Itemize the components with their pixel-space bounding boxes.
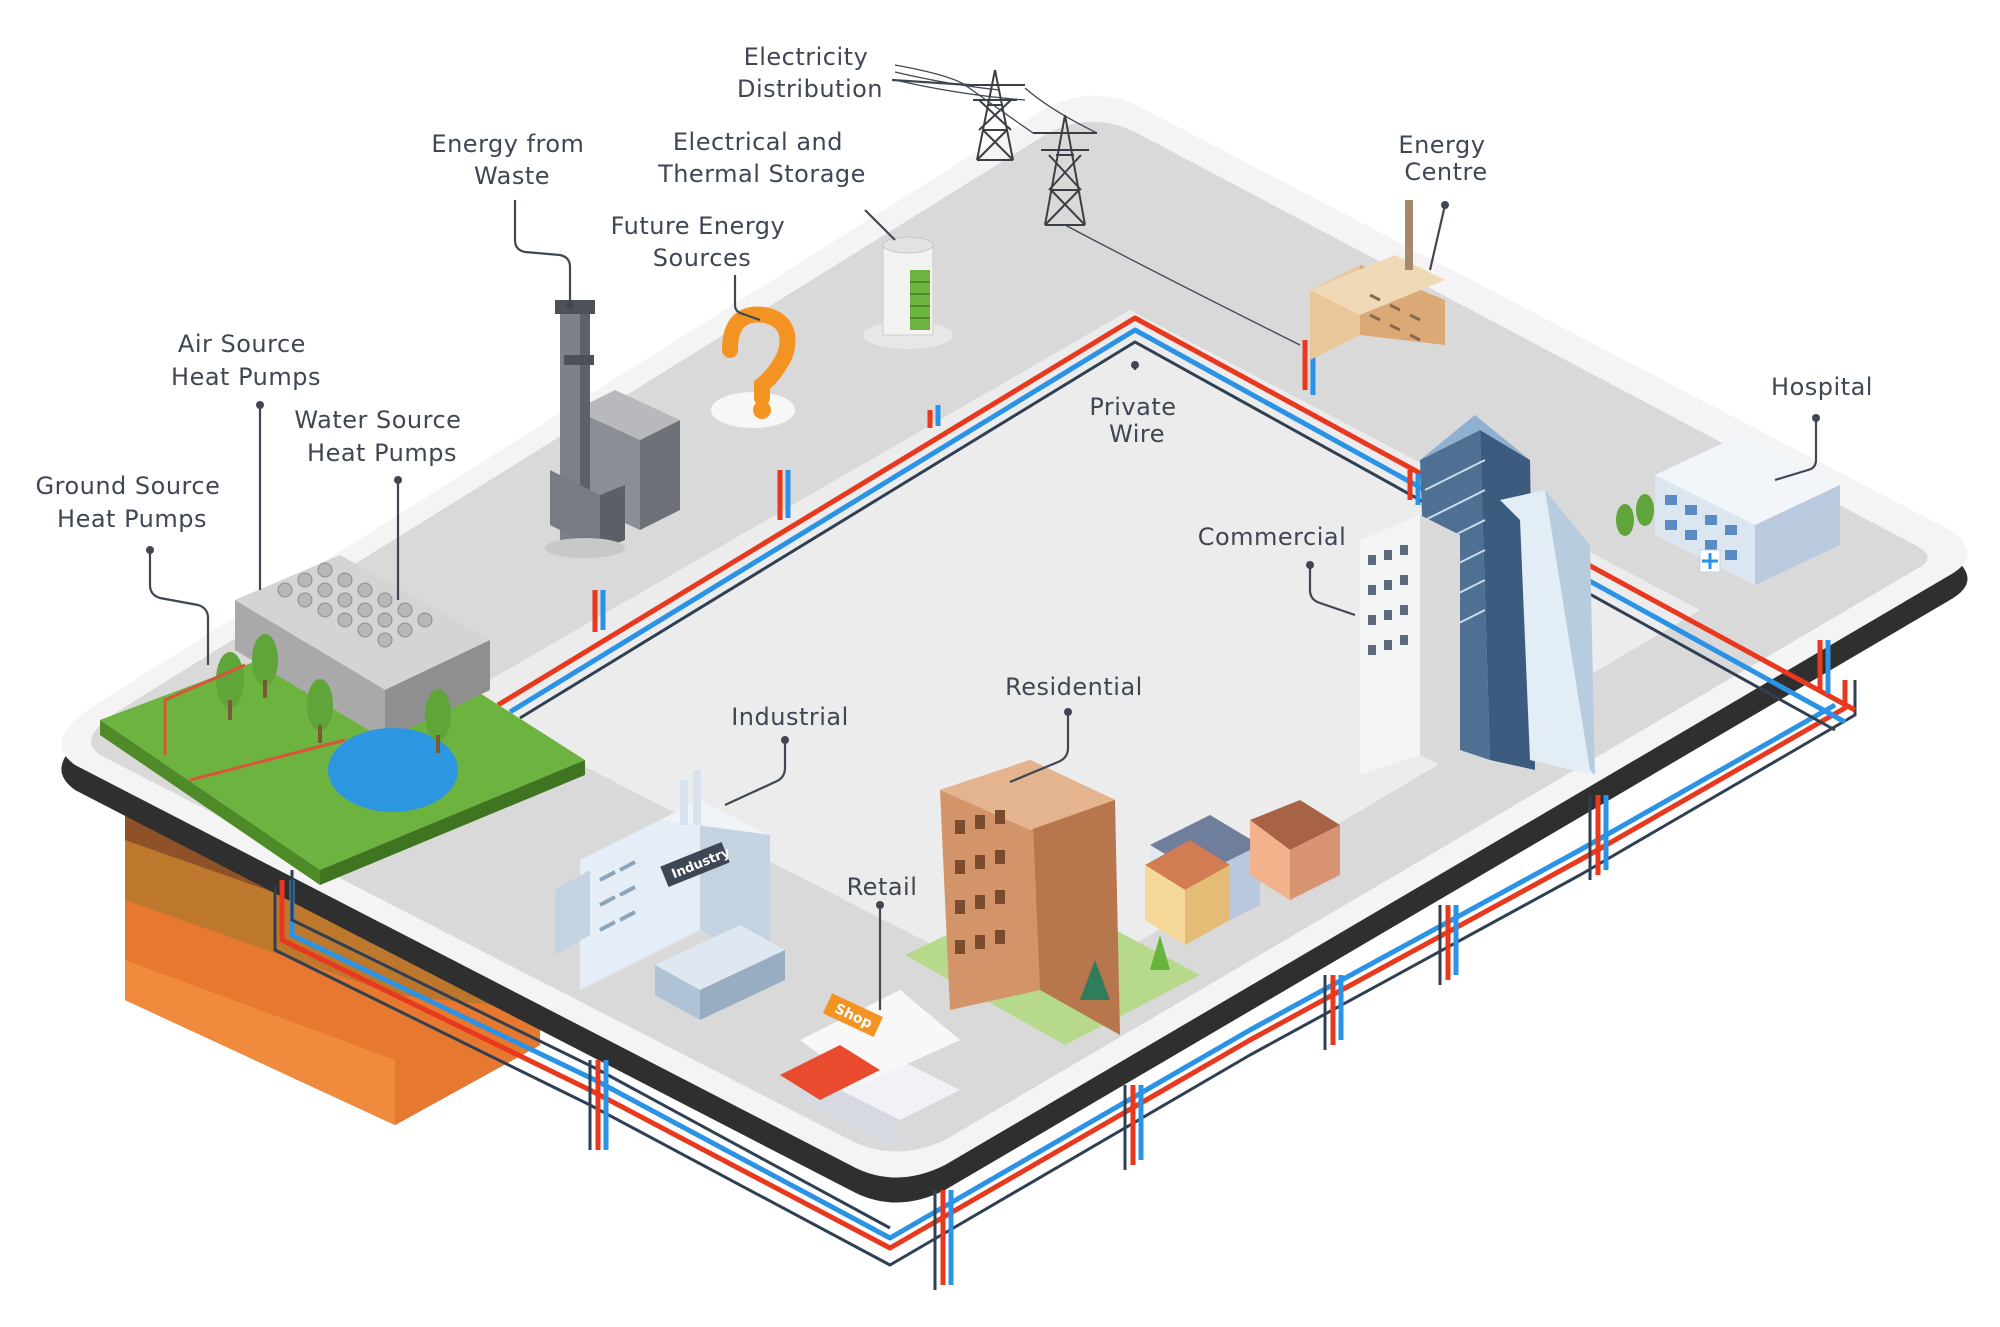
question-mark-icon [711, 306, 796, 428]
tree-icon [1616, 494, 1654, 536]
label-energy-centre: Energy Centre [1398, 131, 1493, 186]
label-electricity-distribution: Electricity Distribution [737, 43, 883, 103]
surface-pipe-loop [496, 315, 1857, 732]
city-platform [61, 95, 1968, 1203]
label-hospital: Hospital [1771, 373, 1873, 401]
shop-icon: Shop [780, 990, 960, 1150]
commercial-towers [1360, 415, 1595, 775]
label-air-source-heat-pumps: Air Source Heat Pumps [171, 330, 321, 391]
label-retail: Retail [847, 873, 918, 901]
hospital-icon [1616, 435, 1840, 585]
house-icon [1145, 800, 1340, 945]
callout-labels: Electricity Distribution Electrical and … [36, 43, 1873, 901]
label-ground-source-heat-pumps: Ground Source Heat Pumps [36, 472, 229, 533]
underground-pipe-network [273, 680, 1857, 1290]
energy-centre-building [1310, 200, 1445, 360]
energy-from-waste-plant [545, 300, 680, 558]
label-future-energy-sources: Future Energy Sources [611, 212, 794, 272]
label-industrial: Industrial [731, 703, 849, 731]
callout-leaders [146, 78, 1820, 1010]
pond-icon [328, 728, 458, 812]
tree-icon [216, 634, 451, 753]
factory-icon: Industry [555, 770, 785, 1020]
pipe-risers [588, 795, 1609, 1290]
heat-pump-site [100, 555, 585, 885]
power-pylon-icon [894, 64, 1301, 346]
battery-icon [863, 236, 953, 349]
label-residential: Residential [1005, 673, 1143, 701]
label-private-wire: Private Wire [1089, 393, 1184, 448]
label-commercial: Commercial [1198, 523, 1347, 551]
label-energy-from-waste: Energy from Waste [431, 130, 592, 190]
label-electrical-thermal-storage: Electrical and Thermal Storage [657, 128, 866, 188]
label-water-source-heat-pumps: Water Source Heat Pumps [294, 406, 469, 467]
tree-icon [1080, 935, 1170, 1000]
residential-buildings [905, 760, 1340, 1045]
